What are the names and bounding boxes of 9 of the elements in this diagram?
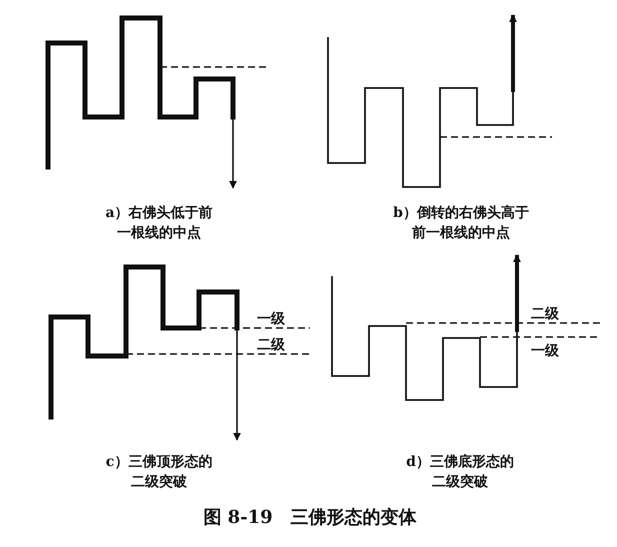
level-label: 一级: [256, 310, 286, 329]
panel-caption: b）倒转的右佛头高于前一根线的中点: [392, 204, 530, 243]
panel-caption: a）右佛头低于前一根线的中点: [104, 204, 214, 243]
panel-caption: d）三佛底形态的二级突破: [405, 452, 515, 492]
panel-caption: c）三佛顶形态的二级突破: [104, 453, 214, 492]
level-label: 一级: [530, 342, 560, 361]
level-label: 二级: [530, 305, 560, 324]
level-label: 二级: [256, 336, 286, 355]
figure-caption: 图 8-19 三佛形态的变体: [202, 506, 418, 530]
